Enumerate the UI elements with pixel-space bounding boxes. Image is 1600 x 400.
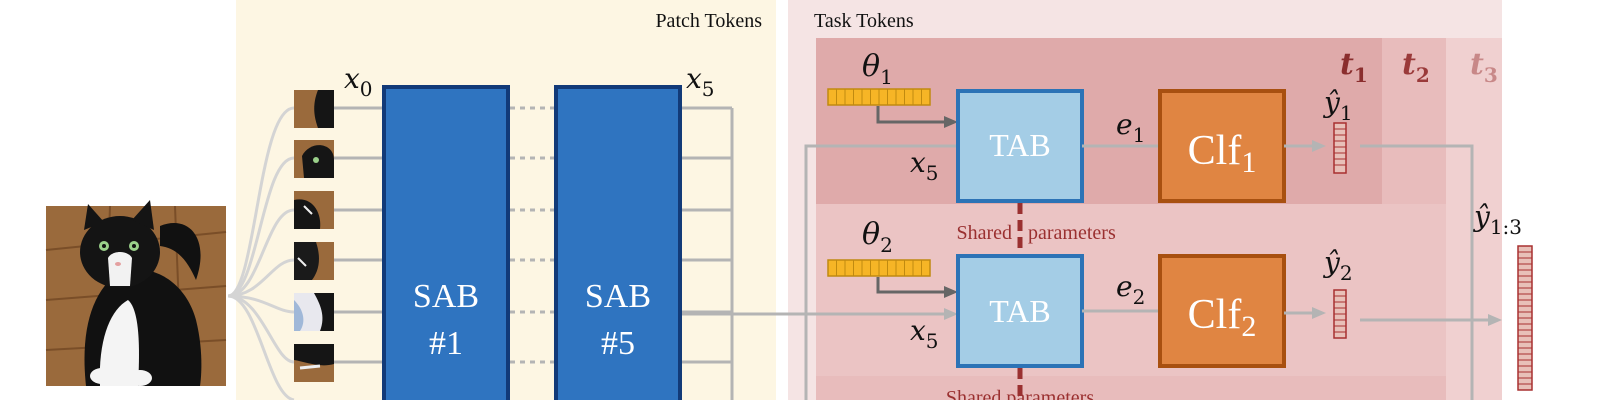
patch-6 (294, 344, 334, 382)
input-cat-image (45, 200, 227, 387)
e2-label: e2 (1116, 270, 1145, 309)
y1-label: ŷ1 (1322, 86, 1353, 125)
clf-block-2: Clf2 (1158, 254, 1286, 368)
clf2-arrowhead (1312, 307, 1326, 319)
sab-dotted-connectors (510, 106, 554, 364)
task-token-1 (827, 88, 931, 106)
e1-label: e1 (1116, 108, 1145, 147)
patch-thumbnails (294, 90, 334, 382)
task-token-2 (827, 259, 931, 277)
y2-label: ŷ2 (1322, 246, 1353, 285)
shared-params-label-1b: parameters (1028, 222, 1116, 244)
patch-1 (294, 90, 334, 128)
arrow-x5-to-tab2 (944, 308, 958, 320)
clf2-label: Clf2 (1188, 292, 1257, 343)
sab5-label-line2: #5 (601, 325, 635, 362)
x5-routing-lines (682, 144, 958, 400)
x5-top-label: x5 (686, 62, 715, 101)
sab5-output-lines (682, 106, 734, 400)
t1-label: t1 (1340, 47, 1368, 87)
x0-label: x0 (344, 62, 373, 101)
aggregate-arrowhead (1488, 314, 1502, 326)
tab1-label: TAB (989, 127, 1050, 163)
clf-block-1: Clf1 (1158, 89, 1286, 203)
patch-tokens-label: Patch Tokens (655, 10, 762, 32)
clf1-label: Clf1 (1188, 128, 1257, 179)
tab-block-1: TAB (956, 89, 1084, 203)
shared-params-label-2: Shared parameters (946, 387, 1094, 400)
sab-block-5: SAB #5 (554, 85, 682, 400)
patch-4 (294, 242, 334, 280)
sab1-label-line2: #1 (429, 325, 463, 362)
y1-output-vector (1333, 122, 1347, 174)
t2-label: t2 (1402, 47, 1430, 87)
patch-5 (294, 293, 334, 331)
y2-output-vector (1333, 289, 1347, 339)
task-t3-region-bottom (816, 376, 1446, 400)
theta1-to-tab1-line (876, 106, 946, 124)
theta2-label: θ2 (862, 217, 893, 257)
y1-to-aggregate-line (1360, 144, 1474, 400)
shared-params-label-1a: Shared (956, 222, 1012, 244)
tab-block-2: TAB (956, 254, 1084, 368)
sab5-label-line1: SAB (585, 278, 651, 315)
sab1-label-line1: SAB (413, 278, 479, 315)
y13-label: ŷ1:3 (1472, 200, 1522, 239)
sab-block-1: SAB #1 (382, 85, 510, 400)
theta1-arrowhead (944, 116, 958, 128)
patch-split-lines (227, 106, 295, 400)
patch-3 (294, 191, 334, 229)
patch-to-sab-lines (334, 106, 384, 364)
x5-tab2-label: x5 (910, 314, 939, 353)
t3-label: t3 (1470, 47, 1498, 87)
task-tokens-label: Task Tokens (814, 10, 914, 32)
theta1-label: θ1 (862, 49, 893, 89)
clf1-arrowhead (1312, 140, 1326, 152)
y13-output-vector (1517, 245, 1533, 391)
patch-2 (294, 140, 334, 178)
theta2-arrowhead (944, 286, 958, 298)
tab2-label: TAB (989, 293, 1050, 329)
theta2-to-tab2-line (876, 277, 946, 294)
x5-tab1-label: x5 (910, 146, 939, 185)
